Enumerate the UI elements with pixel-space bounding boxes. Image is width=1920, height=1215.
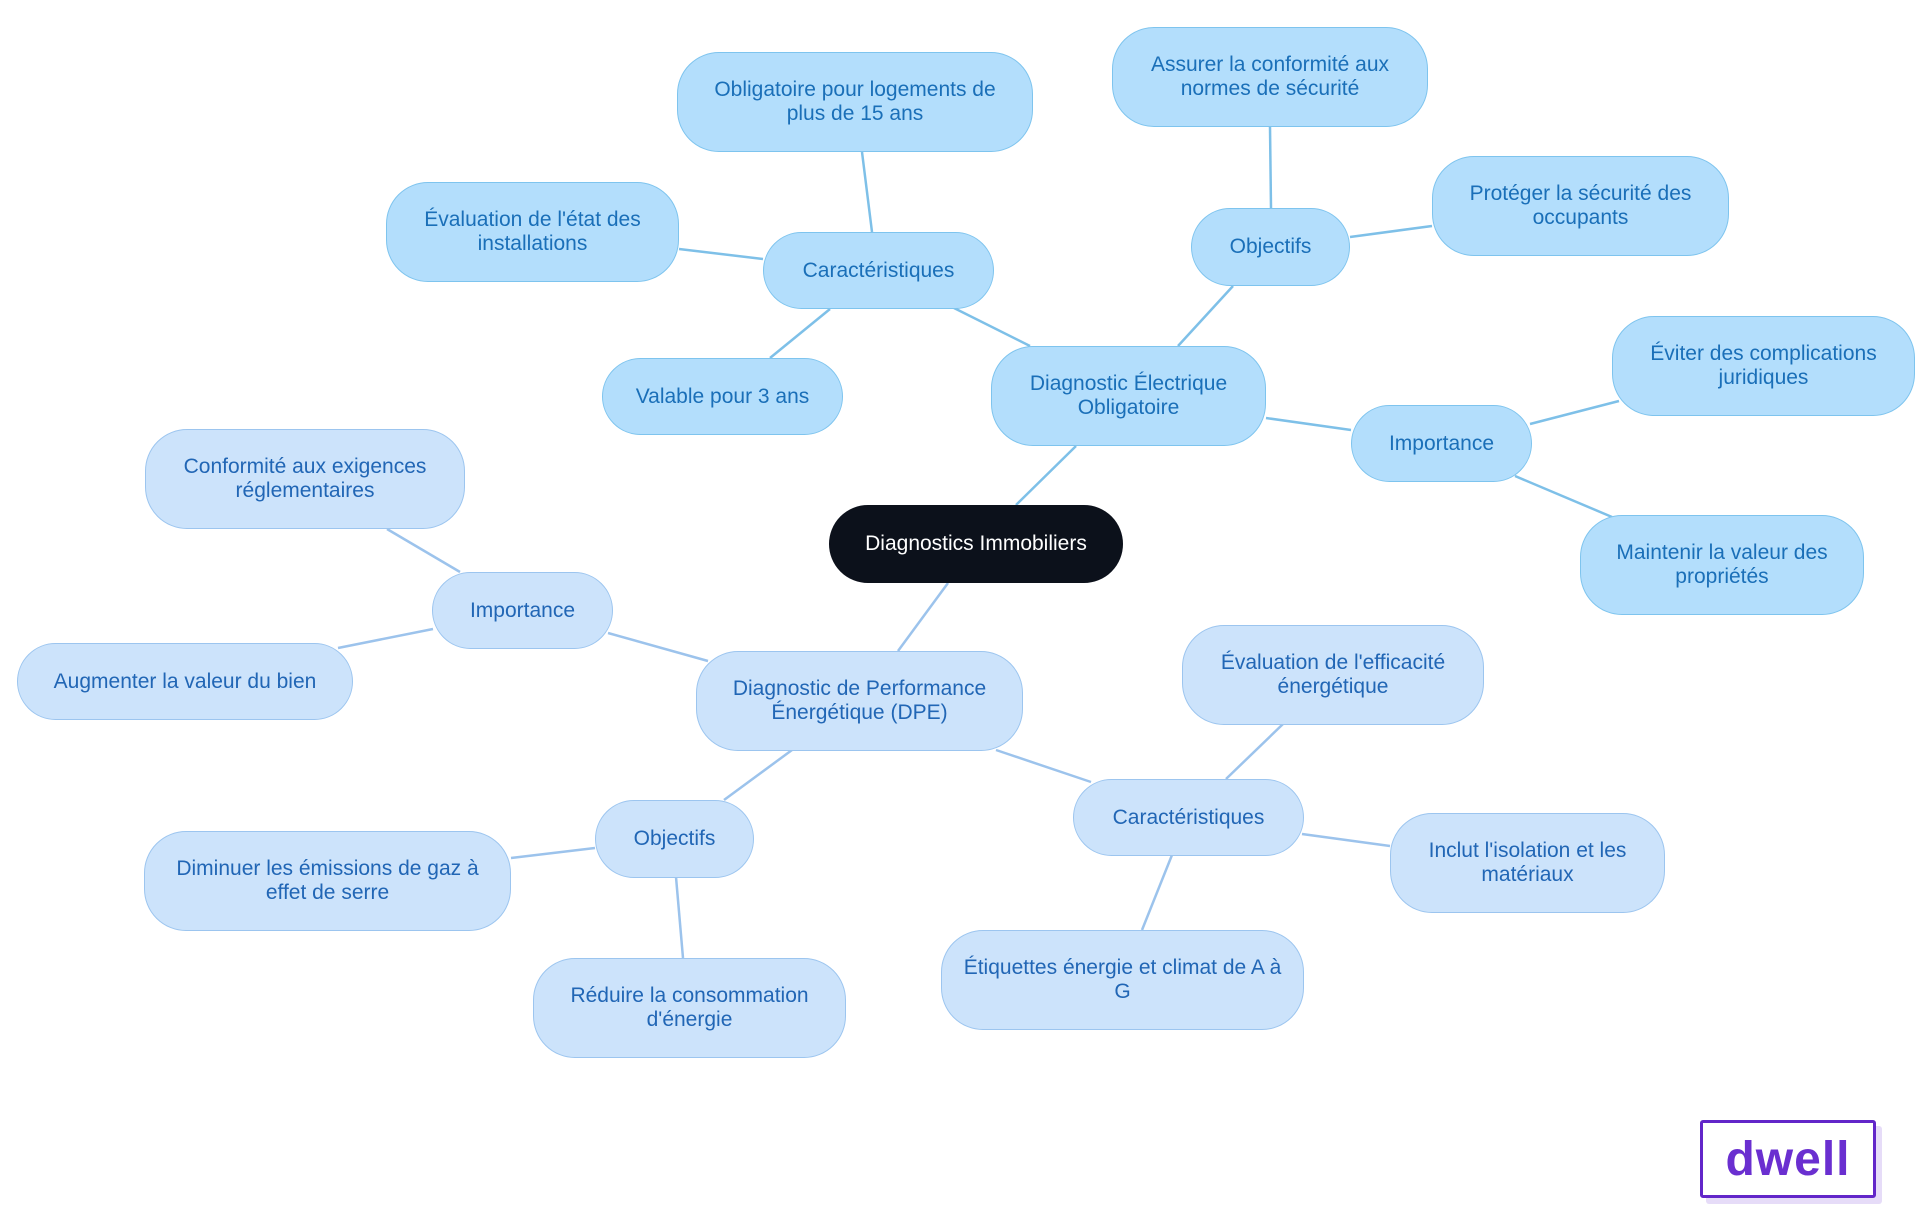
edge-dpe-importance	[607, 631, 709, 663]
edge-electrique-importance	[1265, 416, 1352, 432]
edge-root-electrique	[1015, 445, 1077, 506]
edge-dpe-imp-item-0	[386, 527, 461, 574]
elec-car-item-0-label: Obligatoire pour logements de plus de 15…	[714, 78, 996, 125]
edge-root-dpe	[896, 582, 950, 652]
dpe-imp-item-1[interactable]: Augmenter la valeur du bien	[17, 643, 353, 720]
elec-obj-item-0-label: Assurer la conformité aux normes de sécu…	[1150, 53, 1390, 100]
elec-imp-item-1[interactable]: Maintenir la valeur des propriétés	[1580, 515, 1864, 615]
elec-obj-item-1-label: Protéger la sécurité des occupants	[1469, 182, 1692, 229]
dpe-importance-label: Importance	[469, 598, 576, 622]
dpe-imp-item-1-label: Augmenter la valeur du bien	[53, 669, 317, 693]
edge-electrique-caracteristiques	[953, 306, 1031, 348]
dpe-caracteristiques-label: Caractéristiques	[1112, 805, 1265, 829]
dpe-imp-item-0-label: Conformité aux exigences réglementaires	[183, 455, 427, 502]
root-node-label: Diagnostics Immobiliers	[865, 532, 1087, 555]
edge-elec-car-item-2	[769, 308, 831, 359]
edge-elec-car-item-1	[678, 247, 764, 261]
dpe-car-item-2-label: Étiquettes énergie et climat de A à G	[963, 956, 1282, 1003]
elec-caracteristiques-label: Caractéristiques	[802, 258, 955, 282]
elec-objectifs-node[interactable]: Objectifs	[1191, 208, 1350, 286]
elec-obj-item-1[interactable]: Protéger la sécurité des occupants	[1432, 156, 1729, 256]
dpe-caracteristiques-node[interactable]: Caractéristiques	[1073, 779, 1304, 856]
elec-car-item-1-label: Évaluation de l'état des installations	[424, 208, 641, 255]
edge-dpe-car-item-1	[1301, 832, 1391, 848]
dpe-obj-item-0-label: Diminuer les émissions de gaz à effet de…	[176, 857, 479, 904]
root-node[interactable]: Diagnostics Immobiliers	[829, 505, 1123, 583]
edge-elec-obj-item-1	[1349, 224, 1433, 239]
dwell-logo-text: dwell	[1725, 1132, 1851, 1186]
dpe-obj-item-0[interactable]: Diminuer les émissions de gaz à effet de…	[144, 831, 511, 931]
edge-dpe-car-item-0	[1225, 723, 1284, 780]
edge-dpe-imp-item-1	[337, 627, 434, 650]
elec-obj-item-0[interactable]: Assurer la conformité aux normes de sécu…	[1112, 27, 1428, 127]
elec-imp-item-0[interactable]: Éviter des complications juridiques	[1612, 316, 1915, 416]
elec-importance-node[interactable]: Importance	[1351, 405, 1532, 482]
dwell-logo: dwell	[1700, 1120, 1876, 1198]
dpe-car-item-0-label: Évaluation de l'efficacité énergétique	[1220, 651, 1446, 698]
elec-car-item-2-label: Valable pour 3 ans	[635, 384, 810, 408]
dpe-imp-item-0[interactable]: Conformité aux exigences réglementaires	[145, 429, 465, 529]
edge-dpe-obj-item-0	[510, 846, 596, 860]
electrique-node-label: Diagnostic Électrique Obligatoire	[1029, 372, 1228, 419]
electrique-node[interactable]: Diagnostic Électrique Obligatoire	[991, 346, 1266, 446]
elec-car-item-1[interactable]: Évaluation de l'état des installations	[386, 182, 679, 282]
elec-imp-item-0-label: Éviter des complications juridiques	[1650, 342, 1877, 389]
edge-dpe-objectifs	[723, 748, 793, 802]
edge-elec-obj-item-0	[1268, 126, 1273, 209]
edge-dpe-obj-item-1	[674, 876, 685, 959]
dpe-car-item-2[interactable]: Étiquettes énergie et climat de A à G	[941, 930, 1304, 1030]
dpe-node-label: Diagnostic de Performance Énergétique (D…	[732, 677, 987, 724]
edge-electrique-objectifs	[1177, 285, 1234, 347]
elec-car-item-0[interactable]: Obligatoire pour logements de plus de 15…	[677, 52, 1033, 152]
dpe-importance-node[interactable]: Importance	[432, 572, 613, 649]
dpe-car-item-1-label: Inclut l'isolation et les matériaux	[1428, 839, 1627, 886]
elec-caracteristiques-node[interactable]: Caractéristiques	[763, 232, 994, 309]
dpe-obj-item-1-label: Réduire la consommation d'énergie	[570, 984, 809, 1031]
edge-elec-imp-item-0	[1529, 399, 1620, 426]
dpe-node[interactable]: Diagnostic de Performance Énergétique (D…	[696, 651, 1023, 751]
dpe-objectifs-node[interactable]: Objectifs	[595, 800, 754, 878]
dpe-car-item-1[interactable]: Inclut l'isolation et les matériaux	[1390, 813, 1665, 913]
elec-imp-item-1-label: Maintenir la valeur des propriétés	[1616, 541, 1828, 588]
edge-dpe-car-item-2	[1140, 854, 1174, 931]
dpe-objectifs-label: Objectifs	[633, 827, 716, 850]
elec-objectifs-label: Objectifs	[1229, 235, 1312, 258]
edge-dpe-caracteristiques	[995, 748, 1092, 784]
edge-elec-car-item-0	[860, 151, 874, 233]
dpe-car-item-0[interactable]: Évaluation de l'efficacité énergétique	[1182, 625, 1484, 725]
elec-importance-label: Importance	[1388, 431, 1495, 455]
dpe-obj-item-1[interactable]: Réduire la consommation d'énergie	[533, 958, 846, 1058]
edge-elec-imp-item-1	[1514, 474, 1613, 519]
elec-car-item-2[interactable]: Valable pour 3 ans	[602, 358, 843, 435]
